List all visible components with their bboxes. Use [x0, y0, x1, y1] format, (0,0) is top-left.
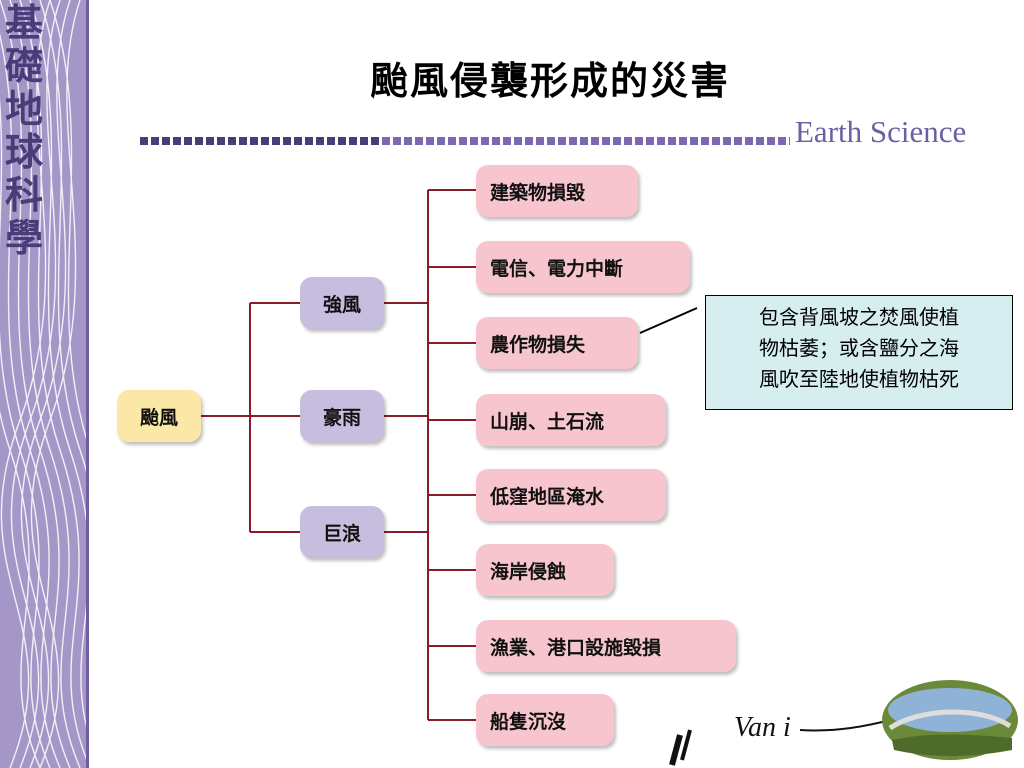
note-line: 物枯萎；或含鹽分之海	[759, 336, 959, 360]
vertical-title-char: 球	[4, 130, 43, 174]
cause-node: 豪雨	[300, 390, 384, 442]
effect-node: 建築物損毀	[476, 165, 638, 217]
effect-node: 農作物損失	[476, 317, 638, 369]
root-node: 颱風	[117, 390, 201, 442]
effect-node: 海岸侵蝕	[476, 544, 614, 596]
vertical-title-char: 礎	[4, 44, 43, 88]
vertical-title: 基 礎 地 球 科 學	[4, 2, 44, 260]
title-divider	[140, 137, 790, 145]
callout-pointer	[639, 307, 698, 334]
vertical-title-char: 學	[4, 216, 43, 260]
vertical-title-char: 地	[4, 87, 43, 131]
sidebar-decoration: 基 礎 地 球 科 學	[0, 0, 89, 768]
effect-node: 船隻沉沒	[476, 694, 614, 746]
effect-node: 漁業、港口設施毀損	[476, 620, 736, 672]
publisher-logo: Van i	[669, 680, 1018, 766]
wave-pattern	[0, 0, 86, 768]
note-line: 風吹至陸地使植物枯死	[759, 367, 959, 391]
callout-note: 包含背風坡之焚風使植 物枯萎；或含鹽分之海 風吹至陸地使植物枯死	[705, 295, 1013, 410]
vertical-title-char: 基	[4, 1, 43, 45]
note-line: 包含背風坡之焚風使植	[759, 305, 959, 329]
vertical-title-char: 科	[4, 173, 43, 217]
cause-node: 巨浪	[300, 506, 384, 558]
title-divider-accent	[140, 137, 380, 145]
effect-node: 電信、電力中斷	[476, 241, 690, 293]
logo-text: Van i	[734, 712, 791, 743]
page-title: 颱風侵襲形成的災害	[369, 58, 730, 103]
brand-label: Earth Science	[795, 114, 967, 149]
effect-node: 山崩、土石流	[476, 394, 666, 446]
effect-node: 低窪地區淹水	[476, 469, 666, 521]
cause-node: 強風	[300, 277, 384, 329]
